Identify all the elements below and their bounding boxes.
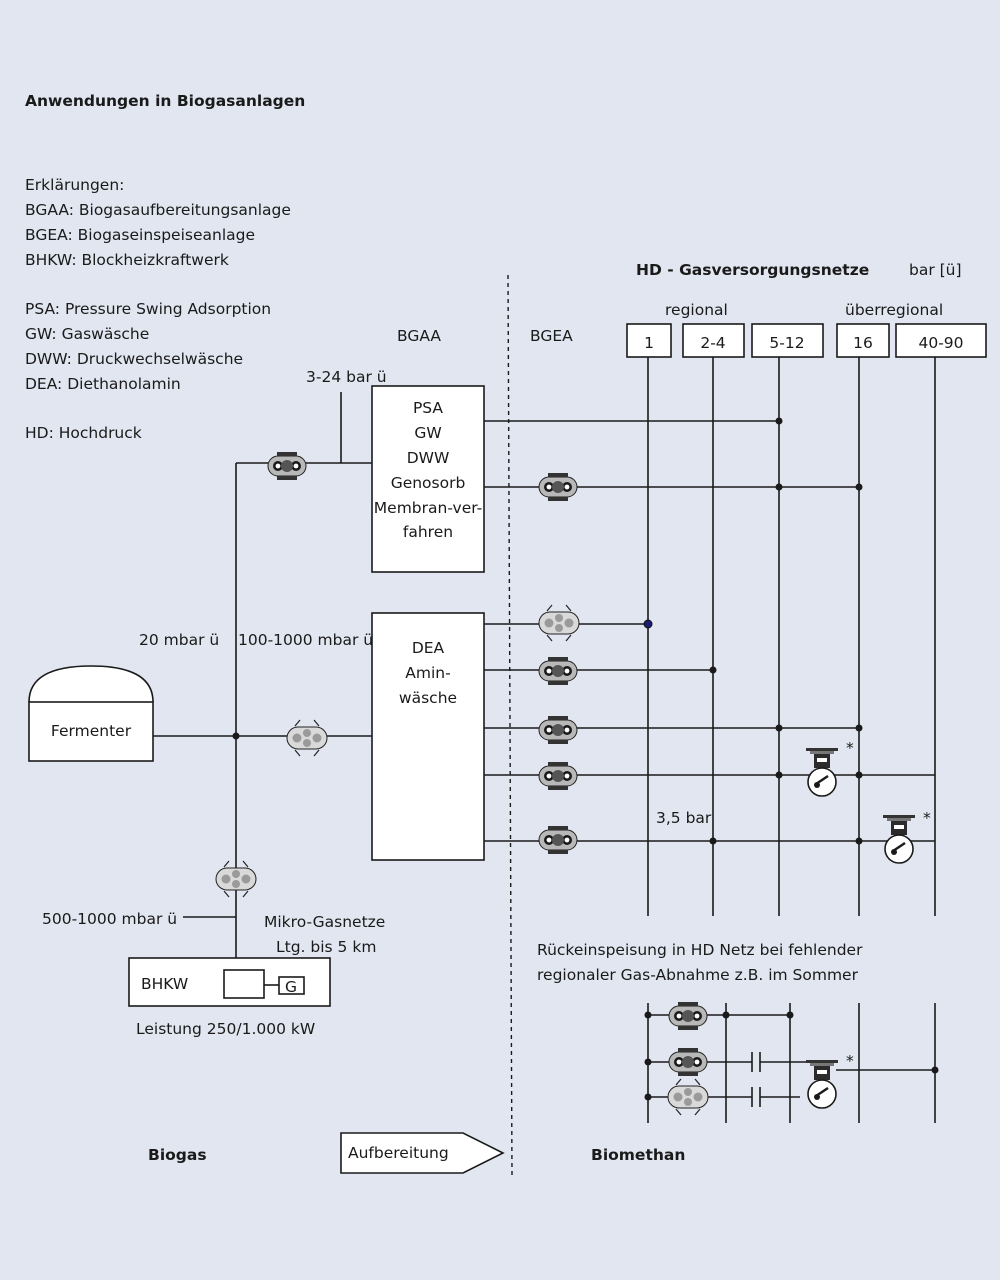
process-line: Membran-ver- bbox=[374, 499, 482, 517]
pressure-box bbox=[836, 323, 890, 358]
compressor-icon bbox=[538, 656, 578, 686]
piston-compressor-icon bbox=[804, 746, 840, 798]
bgea-label: BGEA bbox=[530, 327, 573, 345]
network-verticals bbox=[647, 357, 936, 916]
compressor-icon bbox=[668, 1047, 708, 1077]
pressure-box bbox=[751, 323, 824, 358]
bgaa-label: BGAA bbox=[397, 327, 441, 345]
leistung-label: Leistung 250/1.000 kW bbox=[136, 1020, 315, 1038]
pressure-box-label: 40-90 bbox=[918, 334, 963, 352]
compressor-icon bbox=[538, 604, 580, 642]
reverse-feed-schematic bbox=[644, 1003, 939, 1123]
bgaa-bgea-separator bbox=[507, 274, 513, 1176]
legend-line: GW: Gaswäsche bbox=[25, 325, 149, 343]
generator-label: G bbox=[285, 978, 297, 996]
process-line: Genosorb bbox=[391, 474, 466, 492]
pressure-box bbox=[626, 323, 672, 358]
compressor-icon bbox=[267, 451, 307, 481]
footnote-star: * bbox=[846, 739, 854, 757]
footnote-star: * bbox=[923, 809, 931, 827]
bar-unit-label: bar [ü] bbox=[909, 261, 962, 279]
bhkw-unit: BHKW G bbox=[128, 957, 331, 1007]
legend-line: BGEA: Biogaseinspeiseanlage bbox=[25, 226, 255, 244]
legend-line: PSA: Pressure Swing Adsorption bbox=[25, 300, 271, 318]
aufbereitung-arrow: Aufbereitung bbox=[340, 1132, 505, 1174]
rueckeinspeisung-line-2: regionaler Gas-Abnahme z.B. im Sommer bbox=[537, 966, 859, 984]
pressure-label-20mbar: 20 mbar ü bbox=[139, 631, 219, 649]
pressure-box bbox=[895, 323, 987, 358]
fermenter-label: Fermenter bbox=[51, 722, 132, 740]
regional-label: regional bbox=[665, 301, 728, 319]
compressor-icon bbox=[667, 1078, 709, 1116]
legend: Erklärungen: BGAA: Biogasaufbereitungsan… bbox=[25, 176, 291, 442]
process-line: GW bbox=[414, 424, 441, 442]
legend-line: Erklärungen: bbox=[25, 176, 124, 194]
process-line: PSA bbox=[413, 399, 443, 417]
pressure-label-100-1000: 100-1000 mbar ü bbox=[238, 631, 373, 649]
legend-line: DWW: Druckwechselwäsche bbox=[25, 350, 243, 368]
pressure-label-500-1000: 500-1000 mbar ü bbox=[42, 910, 177, 928]
pressure-box-label: 16 bbox=[853, 334, 873, 352]
compressor-icon bbox=[538, 761, 578, 791]
compressor-icon bbox=[286, 719, 328, 757]
hd-networks-label: HD - Gasversorgungsnetze bbox=[636, 261, 869, 279]
process-box-psa: PSA GW DWW Genosorb Membran-ver- fahren bbox=[371, 385, 485, 573]
footnote-star: * bbox=[846, 1052, 854, 1070]
mikro-gasnetze-label: Mikro-Gasnetze bbox=[264, 913, 385, 931]
process-line: DEA bbox=[412, 639, 445, 657]
legend-line: HD: Hochdruck bbox=[25, 424, 142, 442]
mikro-gasnetze-length: Ltg. bis 5 km bbox=[276, 938, 376, 956]
process-line: wäsche bbox=[399, 689, 457, 707]
bhkw-label: BHKW bbox=[141, 975, 188, 993]
diagram-title: Anwendungen in Biogasanlagen bbox=[25, 92, 305, 110]
legend-line: DEA: Diethanolamin bbox=[25, 375, 181, 393]
compressor-icon bbox=[668, 1001, 708, 1031]
compressor-icon bbox=[538, 715, 578, 745]
biogas-piping bbox=[153, 392, 372, 980]
rueckeinspeisung-line-1: Rückeinspeisung in HD Netz bei fehlender bbox=[537, 941, 863, 959]
compressor-icon bbox=[538, 825, 578, 855]
legend-line: BGAA: Biogasaufbereitungsanlage bbox=[25, 201, 291, 219]
pressure-label-3-24: 3-24 bar ü bbox=[306, 368, 387, 386]
compressor-icon bbox=[538, 472, 578, 502]
ueberregional-label: überregional bbox=[845, 301, 943, 319]
process-box-dea: DEA Amin- wäsche bbox=[371, 612, 485, 861]
pressure-box-label: 1 bbox=[644, 334, 654, 352]
process-line: Amin- bbox=[405, 664, 450, 682]
pressure-label-3-5: 3,5 bar bbox=[656, 809, 712, 827]
aufbereitung-label: Aufbereitung bbox=[348, 1144, 449, 1162]
piston-compressor-icon bbox=[881, 813, 917, 865]
piston-compressor-icon bbox=[804, 1058, 840, 1110]
process-line: DWW bbox=[407, 449, 450, 467]
pressure-box-label: 5-12 bbox=[769, 334, 804, 352]
biogas-label: Biogas bbox=[148, 1146, 207, 1164]
pressure-box-label: 2-4 bbox=[700, 334, 725, 352]
legend-line: BHKW: Blockheizkraftwerk bbox=[25, 251, 229, 269]
pressure-level-boxes: 1 2-4 5-12 16 40-90 bbox=[626, 323, 987, 358]
fermenter: Fermenter bbox=[28, 665, 154, 762]
process-line: fahren bbox=[403, 523, 453, 541]
biomethan-label: Biomethan bbox=[591, 1146, 685, 1164]
